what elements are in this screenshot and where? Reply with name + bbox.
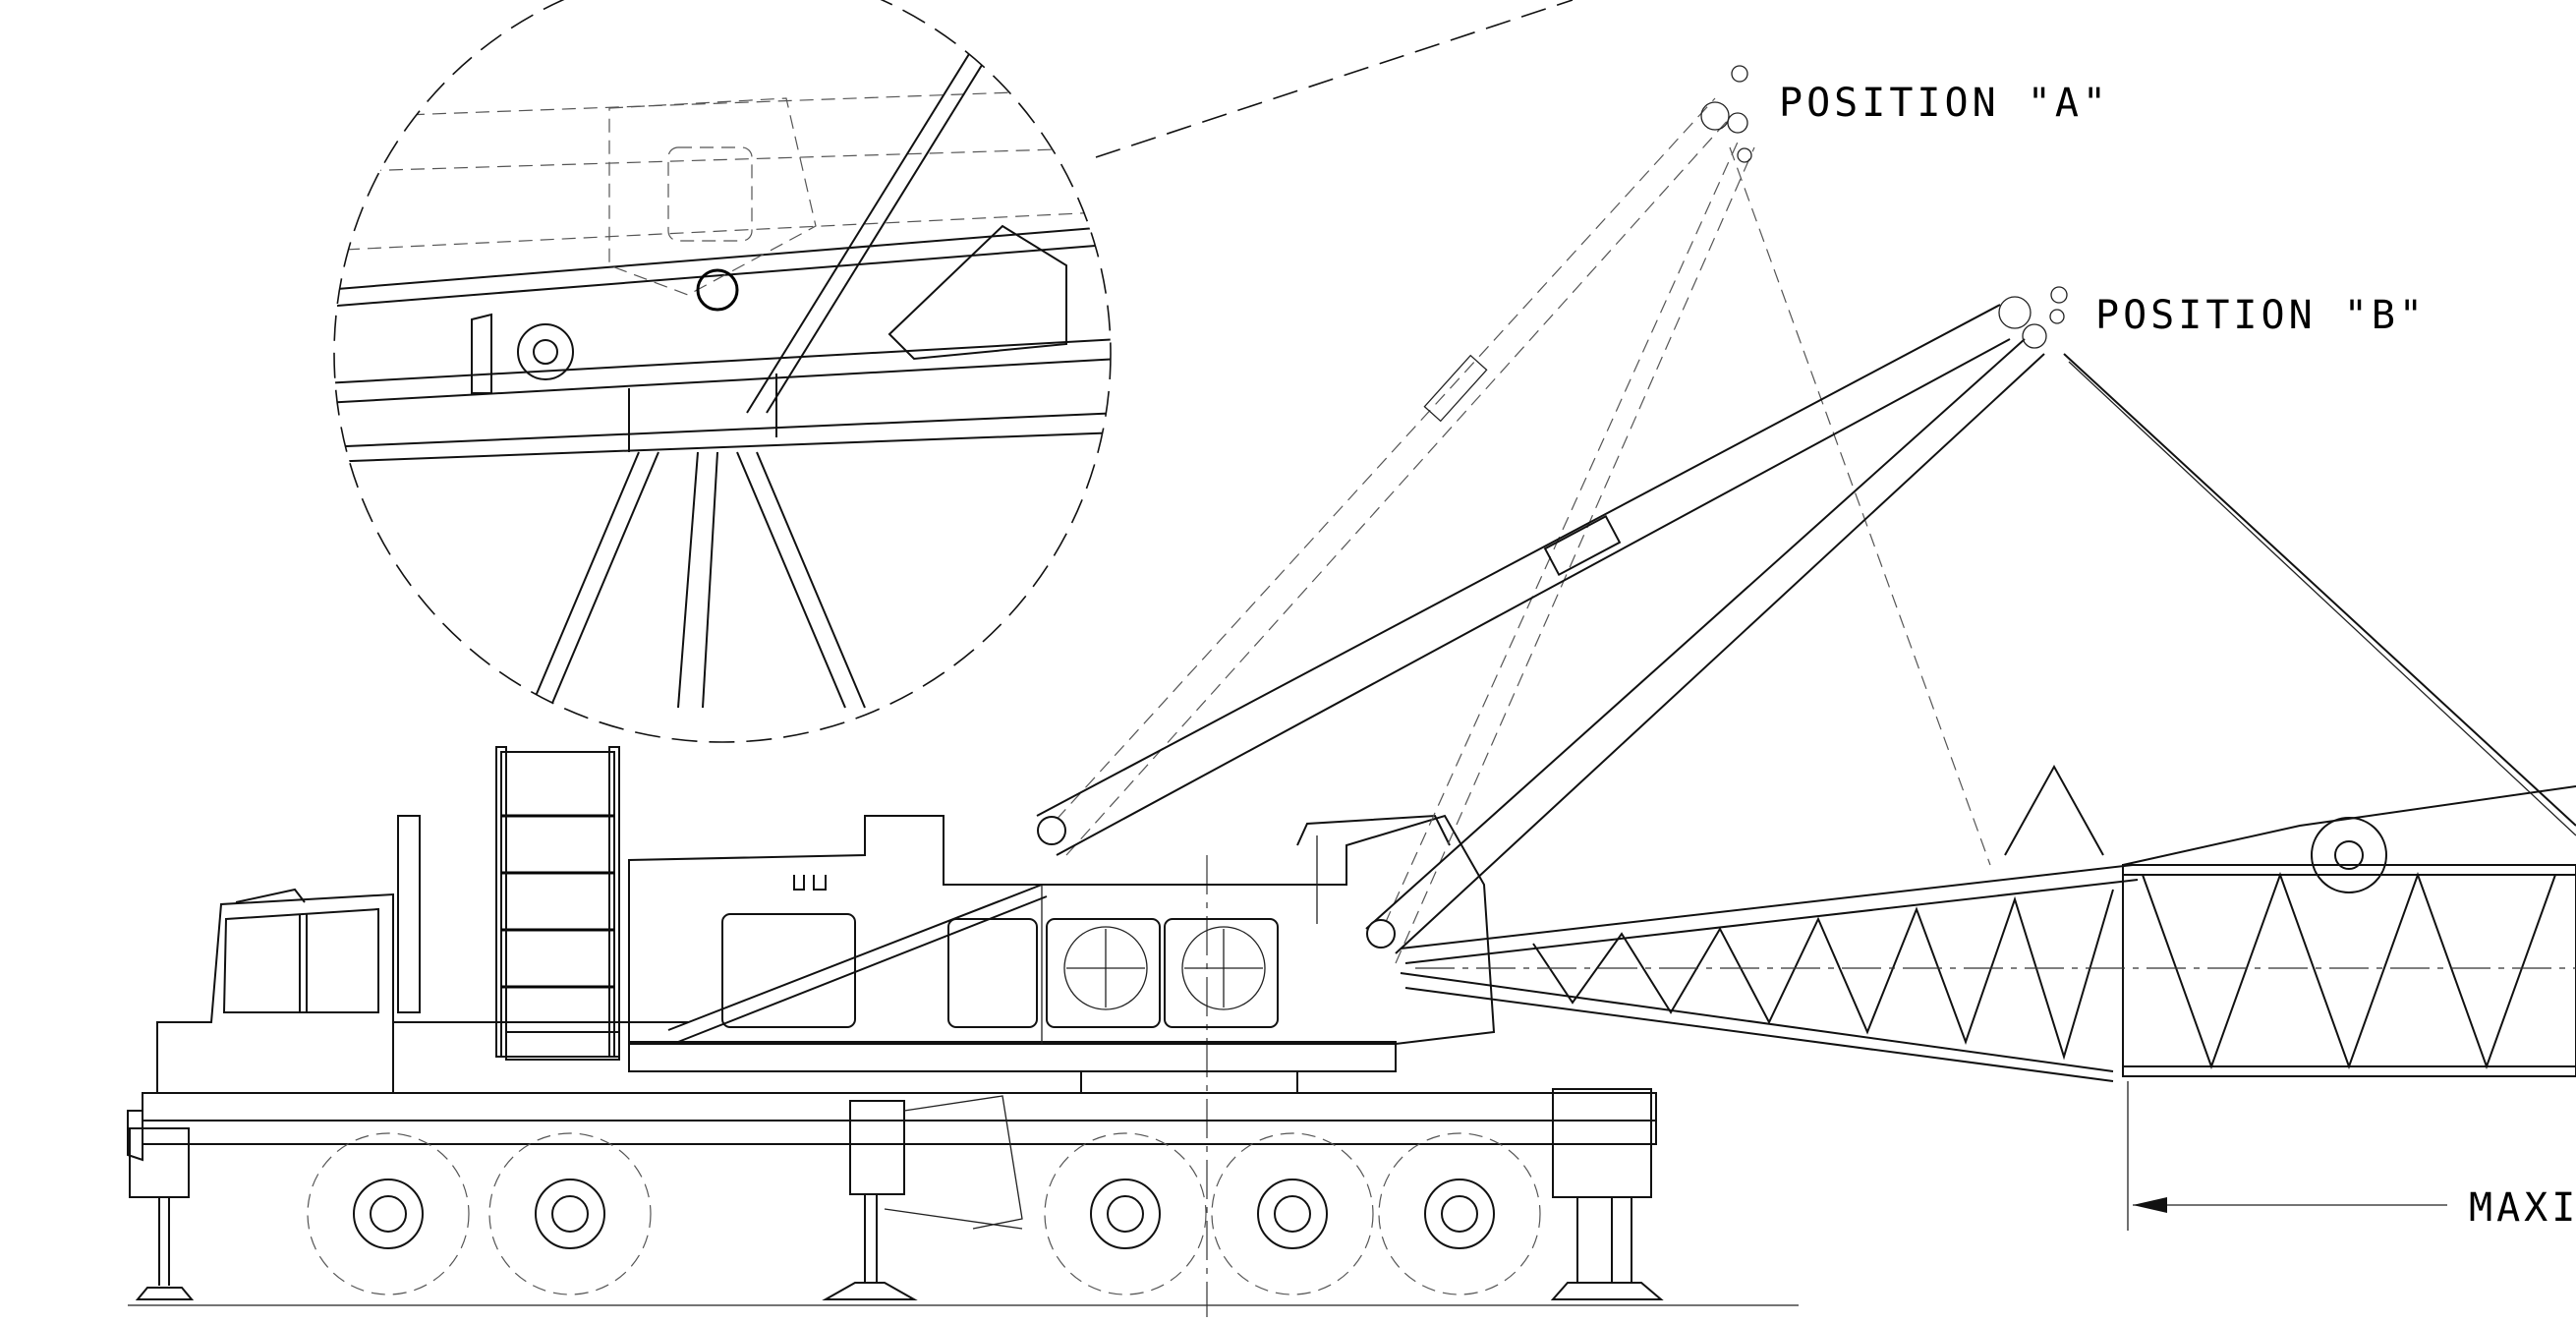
counterweight-stack	[495, 746, 620, 1061]
wheel	[1044, 1132, 1207, 1295]
superstructure	[495, 746, 1496, 1094]
position-a-label: POSITION "A"	[1779, 81, 2110, 126]
wheel	[1378, 1132, 1541, 1295]
wheel	[488, 1132, 652, 1295]
arrow-left-icon	[2133, 1197, 2167, 1213]
rear-outrigger	[1550, 1088, 1664, 1300]
front-outrigger	[127, 1110, 195, 1300]
boom-position-b	[1036, 286, 2576, 954]
magnified-detail-circle	[333, 0, 1574, 743]
truck-cab	[156, 815, 688, 1094]
position-b-label: POSITION "B"	[2095, 293, 2427, 338]
lattice-jib	[1400, 764, 2576, 1082]
mid-outrigger	[822, 1095, 1023, 1300]
wheel	[307, 1132, 470, 1295]
dimension-line: MAXI	[2127, 1081, 2576, 1231]
truck-carrier	[127, 815, 1664, 1300]
wheel	[1211, 1132, 1374, 1295]
wheels	[307, 1132, 1541, 1295]
dimension-label: MAXI	[2469, 1185, 2576, 1231]
boom-position-a	[1041, 65, 1991, 964]
operator-cab	[1296, 814, 1451, 924]
ground-line	[128, 855, 1799, 1317]
engine-housing	[721, 875, 1279, 1044]
